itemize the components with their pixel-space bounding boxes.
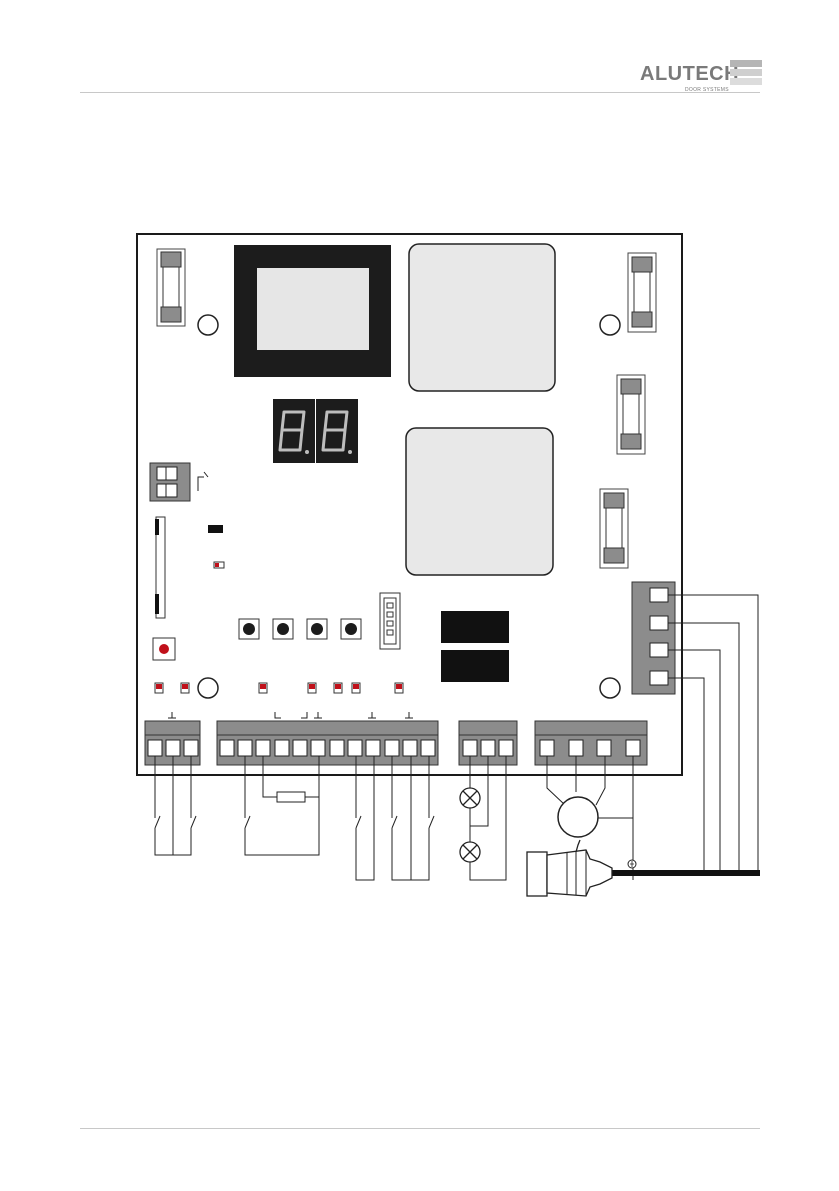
- power-cable: [612, 870, 760, 876]
- power-component-2: [441, 650, 509, 682]
- mounting-hole-tl: [198, 315, 218, 335]
- ground-symbol-icon: [628, 860, 636, 868]
- power-component-1: [441, 611, 509, 643]
- mounting-hole-tr: [600, 315, 620, 335]
- lamp-2: [460, 842, 480, 862]
- terminal-block-4pin-motor: [535, 721, 647, 765]
- push-button-1: [239, 619, 259, 639]
- reset-button: [153, 638, 175, 660]
- mounting-hole-br: [600, 678, 620, 698]
- edge-connector-strip: [155, 517, 165, 618]
- radio-module-connector: [380, 593, 400, 649]
- lamp-1: [460, 788, 480, 808]
- push-button-2: [273, 619, 293, 639]
- push-button-4: [341, 619, 361, 639]
- transformer: [234, 245, 391, 377]
- terminal-block-power-right: [632, 582, 675, 694]
- mounting-hole-bl: [198, 678, 218, 698]
- chip-component: [208, 525, 223, 533]
- push-button-3: [307, 619, 327, 639]
- fuse-right-2: [617, 375, 645, 454]
- terminal-block-12pin: [217, 721, 438, 765]
- footer-rule: [80, 1128, 760, 1129]
- motor: [558, 797, 598, 837]
- fuse-top-left: [157, 249, 185, 326]
- fuse-right-3: [600, 489, 628, 568]
- relay-bottom: [406, 428, 553, 575]
- power-plug: [527, 840, 612, 896]
- fuse-right-1: [628, 253, 656, 332]
- relay-top: [409, 244, 555, 391]
